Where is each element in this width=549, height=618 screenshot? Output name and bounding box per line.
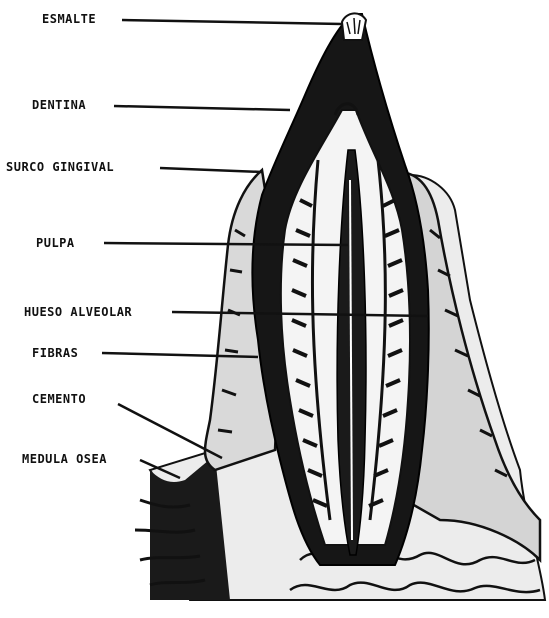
label-dentina: DENTINA [32,98,86,112]
label-esmalte: ESMALTE [42,12,96,26]
label-medula-osea: MEDULA OSEA [22,452,107,466]
label-hueso-alveolar: HUESO ALVEOLAR [24,305,132,319]
leader-dentina [114,106,290,110]
label-pulpa: PULPA [36,236,75,250]
leader-esmalte [122,20,342,24]
leader-surco-gingival [160,168,262,172]
label-surco-gingival: SURCO GINGIVAL [6,160,114,174]
label-cemento: CEMENTO [32,392,86,406]
leader-cemento [118,404,222,458]
label-fibras: FIBRAS [32,346,78,360]
